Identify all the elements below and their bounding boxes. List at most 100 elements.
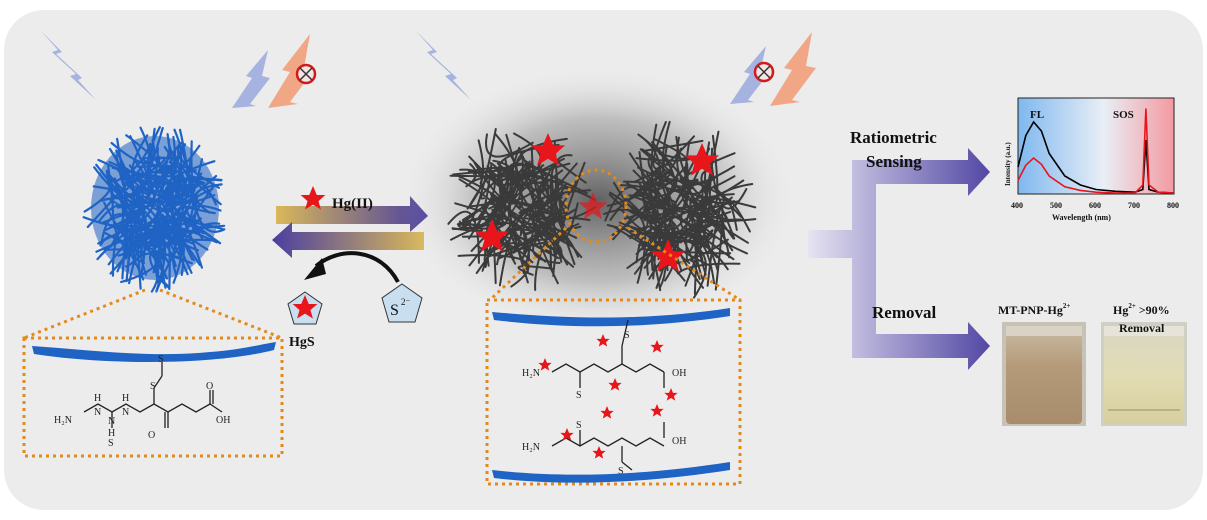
coil-strand — [178, 182, 218, 224]
coil-strand — [97, 203, 143, 232]
coil-strand — [458, 128, 497, 228]
equilibrium-arrows — [272, 196, 428, 258]
coil-strand — [626, 182, 664, 210]
atom-label: N — [94, 407, 101, 418]
atom-label: S — [618, 466, 624, 477]
atom-label: N — [122, 407, 129, 418]
coil-strand — [162, 180, 186, 212]
atom-label: S — [624, 330, 630, 341]
coil-strand — [530, 211, 583, 285]
s2-label: S — [390, 302, 399, 319]
atom-label: S — [158, 354, 164, 365]
polymer-coil-dark — [447, 120, 757, 299]
atom-label: S — [150, 381, 156, 392]
coil-strand — [513, 208, 577, 253]
atom-label: S — [576, 390, 582, 401]
coil-strand — [150, 236, 183, 284]
removal-label: Removal — [872, 303, 936, 322]
branch-arrows — [808, 148, 990, 370]
coil-strand — [108, 149, 136, 198]
coil-strand — [485, 133, 534, 158]
coil-strand — [170, 194, 195, 262]
atom-label: S — [108, 438, 114, 449]
sensing-label: Sensing — [866, 152, 922, 171]
coil-strand — [105, 197, 152, 235]
vial-rim — [1104, 326, 1184, 336]
coil-strand — [701, 130, 720, 208]
chart-ylabel: Intensity (a.u.) — [1004, 142, 1012, 186]
coil-strand — [506, 229, 560, 260]
coil-strand — [447, 210, 480, 264]
atom-label: O — [148, 430, 155, 441]
coil-strand — [694, 183, 754, 280]
backward-arrow — [272, 222, 424, 258]
coil-strand — [155, 214, 185, 289]
coil-strand — [146, 126, 161, 184]
coil-strand — [654, 138, 687, 160]
coil-strand — [459, 168, 483, 210]
coil-strand — [177, 226, 218, 251]
coil-strand — [126, 219, 142, 290]
coil-strand — [103, 221, 160, 293]
coil-strand — [190, 140, 226, 233]
atom-label: H₂N — [522, 442, 540, 453]
coil-strand — [157, 144, 201, 178]
coil-strand — [625, 198, 667, 290]
coil-strand — [527, 170, 550, 204]
coil-strand — [604, 186, 650, 222]
forbidden-icon — [753, 61, 775, 83]
vial-left — [1006, 326, 1082, 424]
chemical-structure-right — [551, 319, 665, 471]
coil-strand — [534, 231, 551, 291]
coil-strand — [517, 265, 554, 276]
hg-label: Hg(II) — [332, 196, 373, 212]
atom-label: OH — [216, 415, 230, 426]
coil-strand — [134, 172, 174, 198]
pentagon-icon — [381, 283, 423, 323]
coil-strand — [486, 170, 505, 210]
coil-strand — [147, 127, 166, 203]
chart-series-group — [1017, 108, 1175, 194]
coil-strand — [92, 185, 129, 198]
atom-label: OH — [672, 368, 686, 379]
coil-strand — [457, 175, 510, 234]
vial-right — [1104, 326, 1184, 424]
atom-label: S — [576, 420, 582, 431]
atom-label: H₂N — [522, 368, 540, 379]
coil-strand — [534, 200, 557, 236]
coil-strand — [470, 133, 519, 208]
photo-label-left: MT-PNP-Hg2+ — [998, 302, 1070, 317]
polymer-chain-bottom — [492, 462, 730, 483]
forward-arrow — [276, 196, 428, 232]
atom-label: H — [94, 393, 101, 404]
chart-xlabel: Wavelength (nm) — [1052, 213, 1111, 222]
chart-tick-label: 500 — [1050, 201, 1062, 210]
zoom-callout-left — [22, 288, 284, 458]
coil-strand — [187, 194, 199, 231]
lightning-bolt-icon — [268, 34, 314, 108]
atom-label: OH — [672, 436, 686, 447]
atom-label: H₂N — [54, 415, 72, 426]
hgs-label: HgS — [289, 335, 315, 350]
atom-label: H — [108, 428, 115, 439]
coil-strand — [642, 139, 704, 152]
chart-tick-label: 600 — [1089, 201, 1101, 210]
coil-strand — [544, 225, 582, 251]
coil-strand — [639, 141, 688, 186]
vial-photo-right — [1101, 322, 1187, 426]
coil-strand — [683, 152, 736, 182]
coil-strand — [155, 216, 205, 235]
s2-charge: 2⁻ — [401, 297, 411, 307]
vial-photo-left — [1002, 322, 1086, 426]
chart-annotation-sos: SOS — [1113, 109, 1134, 121]
zoom-callout-right — [485, 226, 742, 486]
coil-strand — [86, 162, 147, 229]
coil-strand — [155, 217, 202, 289]
atom-label: O — [206, 381, 213, 392]
coil-strand — [721, 197, 751, 245]
atom-label: H — [122, 393, 129, 404]
lightning-bolt-icon — [232, 50, 270, 108]
chart-series-line-1 — [1017, 108, 1175, 194]
